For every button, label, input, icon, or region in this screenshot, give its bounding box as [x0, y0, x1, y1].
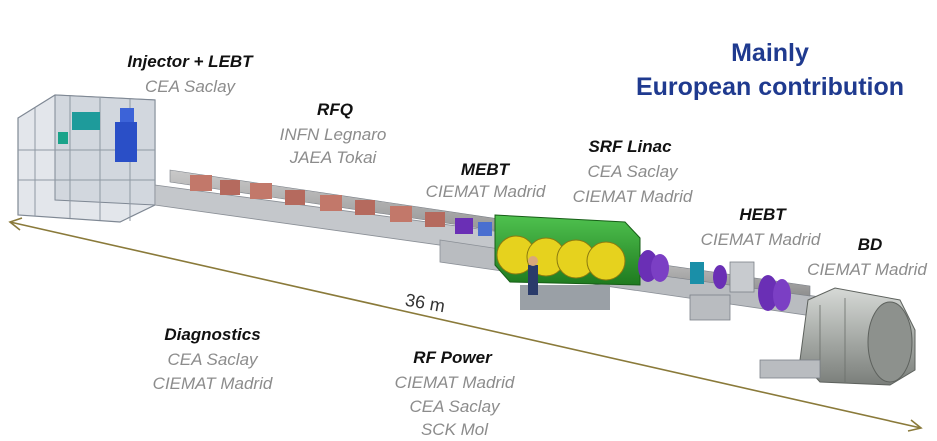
headline-line-1: Mainly — [731, 39, 809, 67]
rfq-elements — [190, 175, 492, 236]
beam-dump — [759, 287, 916, 386]
rf-power-institution-1: CIEMAT Madrid — [394, 373, 515, 392]
hebt-title: HEBT — [739, 205, 786, 224]
rfq-institution-2: JAEA Tokai — [289, 148, 377, 167]
diagnostics-institution-2: CIEMAT Madrid — [152, 374, 273, 393]
bd-title: BD — [857, 235, 883, 254]
diagnostics-institution-1: CEA Saclay — [167, 350, 258, 369]
injector-cage — [17, 94, 156, 223]
injector-lebt-title: Injector + LEBT — [127, 52, 253, 71]
mebt-title: MEBT — [460, 160, 510, 179]
srf-linac-institution-1: CEA Saclay — [587, 162, 678, 181]
bd-institution: CIEMAT Madrid — [807, 260, 927, 279]
rf-power-title: RF Power — [413, 348, 492, 367]
length-arrow — [8, 217, 923, 432]
diagnostics-title: Diagnostics — [164, 325, 261, 344]
rf-power-institution-3: SCK Mol — [420, 420, 489, 439]
srf-cryomodule — [494, 214, 641, 310]
headline-line-2: European contribution — [635, 73, 905, 101]
injector-lebt-institution: CEA Saclay — [144, 77, 236, 96]
hebt-institution: CIEMAT Madrid — [700, 230, 821, 249]
rf-power-institution-2: CEA Saclay — [409, 397, 500, 416]
rfq-institution-1: INFN Legnaro — [279, 125, 387, 144]
rfq-title: RFQ — [317, 100, 353, 119]
srf-linac-title: SRF Linac — [588, 137, 672, 156]
hebt-elements — [638, 250, 791, 321]
mebt-institution: CIEMAT Madrid — [425, 182, 546, 201]
srf-linac-institution-2: CIEMAT Madrid — [572, 187, 693, 206]
